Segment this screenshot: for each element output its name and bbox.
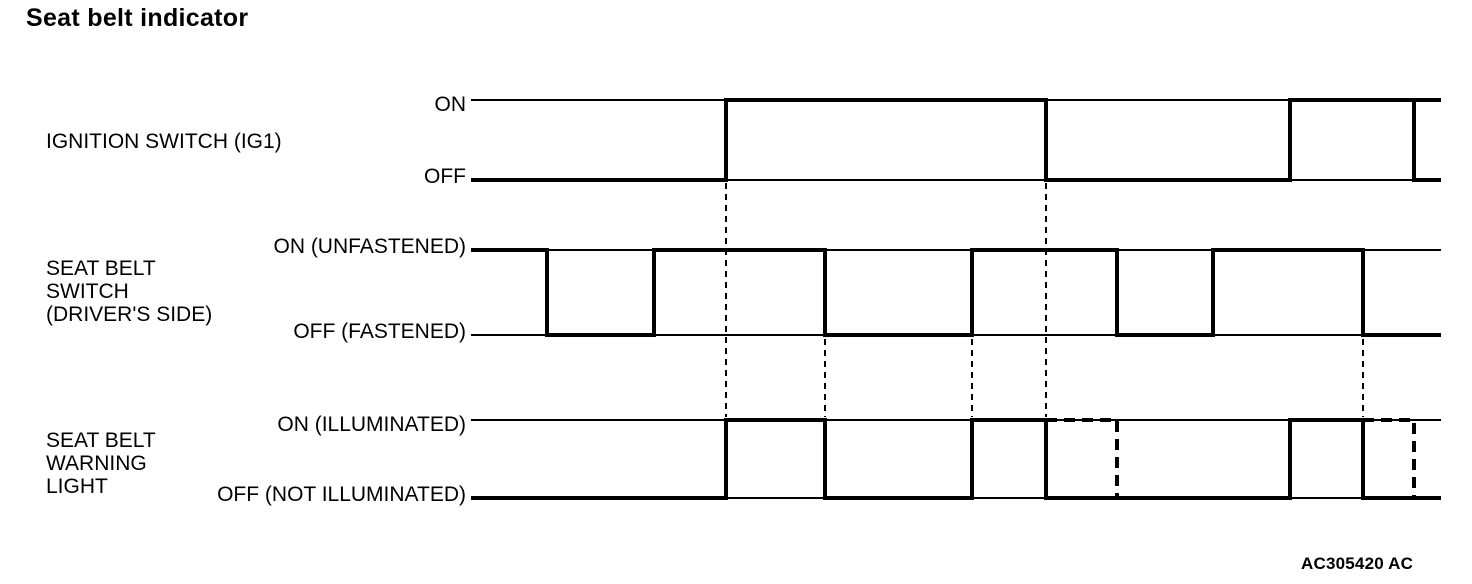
signal-waveform: [471, 418, 1441, 500]
signal-label-seat-belt-switch: SEAT BELT SWITCH (DRIVER'S SIDE): [46, 257, 212, 326]
signal-alternative-dashed: [1046, 418, 1119, 498]
level-label-ignition-off: OFF: [424, 165, 466, 188]
page-title: Seat belt indicator: [26, 4, 249, 32]
signal-label-line: SEAT BELT: [46, 257, 156, 280]
figure-code: AC305420 AC: [1301, 554, 1414, 573]
level-label-belt-on-unfastened: ON (UNFASTENED): [273, 235, 466, 258]
signal-label-line: SWITCH: [46, 280, 129, 303]
signal-label-line: IGNITION SWITCH (IG1): [46, 130, 282, 153]
signal-waveform: [471, 98, 1441, 182]
signal-label-line: SEAT BELT: [46, 429, 156, 452]
level-label-belt-off-fastened: OFF (FASTENED): [293, 320, 466, 343]
level-label-warning-off-not-illuminated: OFF (NOT ILLUMINATED): [217, 483, 466, 506]
signal-waveform: [471, 248, 1441, 337]
signal-label-warning-light: SEAT BELT WARNING LIGHT: [46, 429, 156, 498]
signal-alternative-dashed: [1363, 418, 1416, 498]
signal-label-line: (DRIVER'S SIDE): [46, 303, 213, 326]
signal-label-ignition-switch: IGNITION SWITCH (IG1): [46, 130, 282, 153]
level-label-ignition-on: ON: [434, 93, 467, 116]
signal-label-line: LIGHT: [46, 475, 108, 498]
level-label-warning-on-illuminated: ON (ILLUMINATED): [277, 413, 466, 436]
signal-label-line: WARNING: [46, 452, 147, 475]
